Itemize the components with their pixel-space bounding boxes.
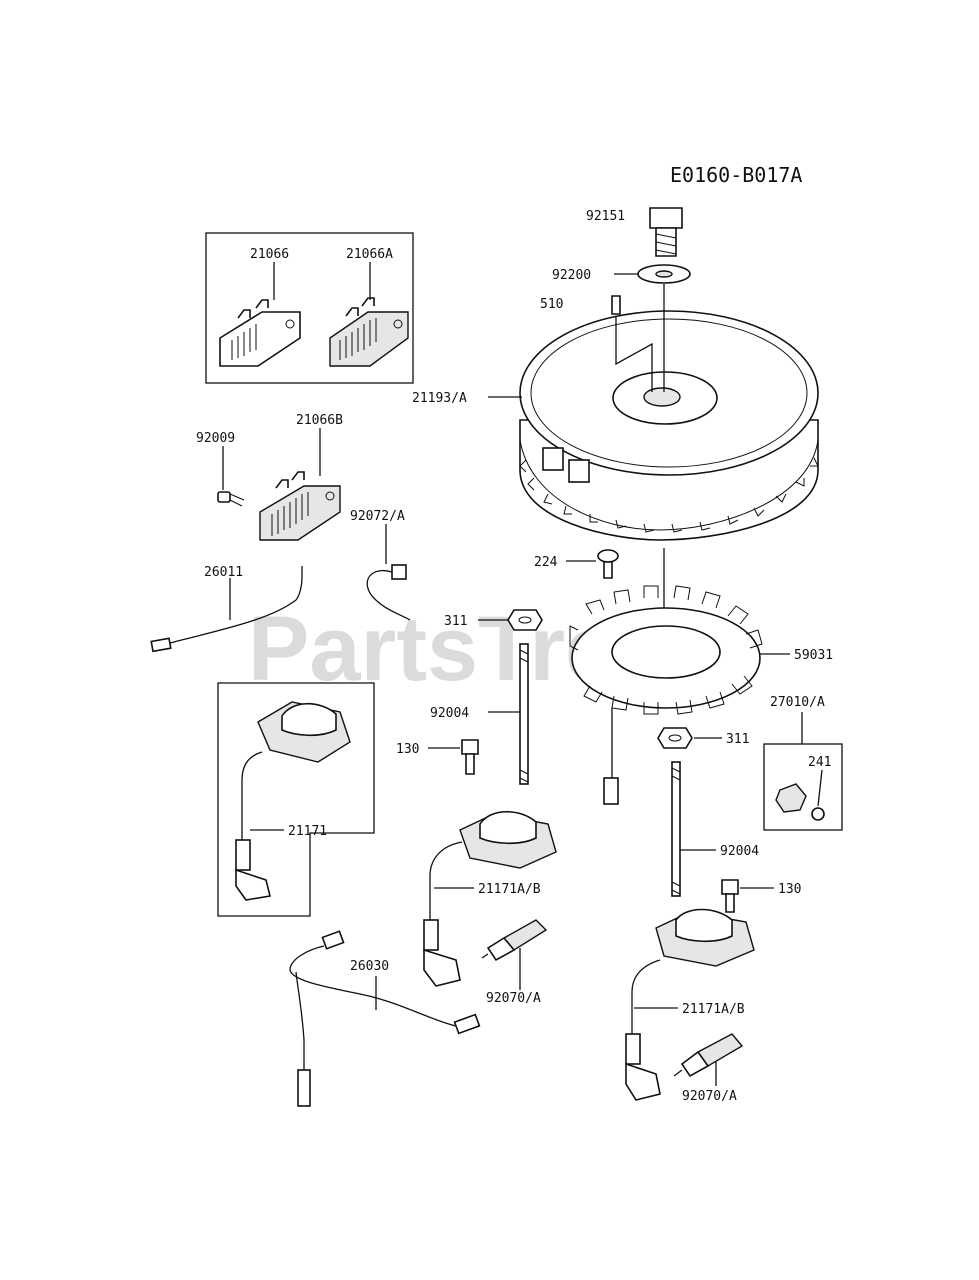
label-92070A-middle: 92070/A xyxy=(486,991,541,1006)
nut-311-left-part[interactable] xyxy=(507,609,543,631)
key-510-part[interactable] xyxy=(611,295,621,315)
label-130-right: 130 xyxy=(778,882,801,897)
ignition-coil-21171-part[interactable] xyxy=(235,701,351,901)
label-92151: 92151 xyxy=(586,209,625,224)
label-510: 510 xyxy=(540,297,563,312)
label-21193A: 21193/A xyxy=(412,391,467,406)
stator-59031-part[interactable] xyxy=(569,585,763,805)
spark-plug-92070A-middle-part[interactable] xyxy=(481,919,548,962)
regulator-21066B-part[interactable] xyxy=(259,471,341,541)
coil-21171-box xyxy=(217,682,375,917)
label-92072A: 92072/A xyxy=(350,509,405,524)
label-27010A: 27010/A xyxy=(770,695,825,710)
flywheel-21193A-part[interactable] xyxy=(519,310,819,541)
label-21066B: 21066B xyxy=(296,413,343,428)
lead-92072A-part[interactable] xyxy=(366,564,411,621)
screw-224-part[interactable] xyxy=(597,549,619,579)
label-26030: 26030 xyxy=(350,959,389,974)
label-92200: 92200 xyxy=(552,268,591,283)
stud-92004-right-part[interactable] xyxy=(671,761,681,897)
bolt-130-right-part[interactable] xyxy=(721,879,739,913)
bolt-92009-part[interactable] xyxy=(217,491,245,507)
washer-92200-part[interactable] xyxy=(637,264,691,284)
label-21066: 21066 xyxy=(250,247,289,262)
lead-26011-part[interactable] xyxy=(150,566,303,653)
label-26011: 26011 xyxy=(204,565,243,580)
label-92070A-right: 92070/A xyxy=(682,1089,737,1104)
label-21171: 21171 xyxy=(288,824,327,839)
spark-plug-92070A-right-part[interactable] xyxy=(673,1033,744,1078)
label-92004-right: 92004 xyxy=(720,844,759,859)
label-241: 241 xyxy=(808,755,831,770)
bolt-92151-part[interactable] xyxy=(649,207,683,257)
ignition-coil-21171AB-right-part[interactable] xyxy=(625,908,755,1101)
ignition-coil-21171AB-middle-part[interactable] xyxy=(423,811,557,987)
label-130-left: 130 xyxy=(396,742,419,757)
regulator-21066A-part[interactable] xyxy=(329,297,409,367)
label-21066A: 21066A xyxy=(346,247,393,262)
label-59031: 59031 xyxy=(794,648,833,663)
label-92009: 92009 xyxy=(196,431,235,446)
diagram-code: E0160-B017A xyxy=(670,163,802,187)
label-21171AB-middle: 21171A/B xyxy=(478,882,541,897)
nut-311-right-part[interactable] xyxy=(657,727,693,749)
bolt-130-left-part[interactable] xyxy=(461,739,479,775)
stud-92004-left-part[interactable] xyxy=(519,643,529,785)
label-92004-left: 92004 xyxy=(430,706,469,721)
regulator-21066-part[interactable] xyxy=(219,299,301,367)
label-311-right: 311 xyxy=(726,732,749,747)
harness-26030-part[interactable] xyxy=(289,930,481,1107)
regulator-box xyxy=(205,232,414,384)
switch-box xyxy=(763,743,843,831)
label-224: 224 xyxy=(534,555,558,570)
switch-27010A-part[interactable] xyxy=(775,783,825,821)
label-21171AB-right: 21171A/B xyxy=(682,1002,745,1017)
label-311-left: 311 xyxy=(444,614,467,629)
